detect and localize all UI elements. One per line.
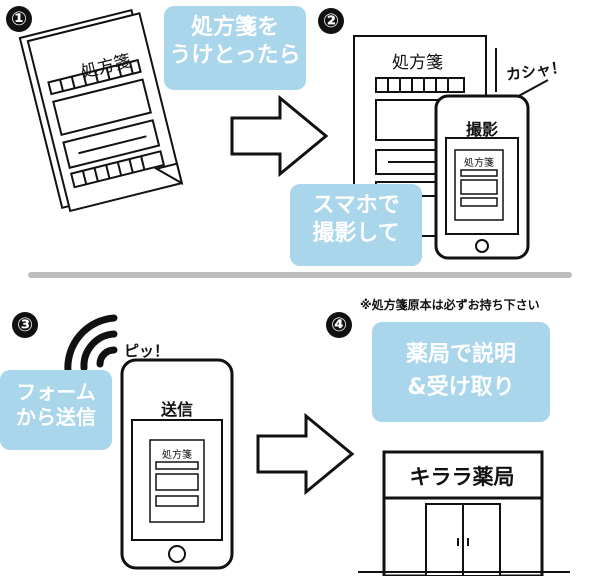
phone-label-send: 送信 xyxy=(160,400,193,419)
arrow-right-icon xyxy=(230,94,329,178)
step-3-caption: フォームから送信 xyxy=(0,370,112,450)
document-title-2: 処方箋 xyxy=(392,53,443,73)
pharmacy-store-name: キララ薬局 xyxy=(409,465,515,489)
step-1-caption: 処方箋をうけとったら xyxy=(164,6,306,90)
step-4-caption: 薬局で説明&受け取り xyxy=(372,322,550,422)
section-divider xyxy=(28,272,572,278)
step-2-caption: スマホで撮影して xyxy=(290,184,422,266)
prescription-icon xyxy=(18,8,184,213)
arrow-right-icon xyxy=(256,412,355,496)
phone-label-capture: 撮影 xyxy=(465,120,498,139)
step-number-3: ③ xyxy=(12,312,38,338)
step-number-1: ① xyxy=(6,6,32,32)
step-number-4: ④ xyxy=(326,312,352,338)
screen-document-title-3: 処方箋 xyxy=(162,450,192,461)
signal-waves-icon xyxy=(64,314,118,376)
beep-sound-text: ピッ！ xyxy=(124,342,170,360)
step-number-2: ② xyxy=(318,8,344,34)
pharmacy-building-icon xyxy=(382,450,544,576)
original-prescription-note: ※処方箋原本は必ずお持ち下さい xyxy=(360,298,540,312)
screen-document-title-2: 処方箋 xyxy=(464,158,494,169)
